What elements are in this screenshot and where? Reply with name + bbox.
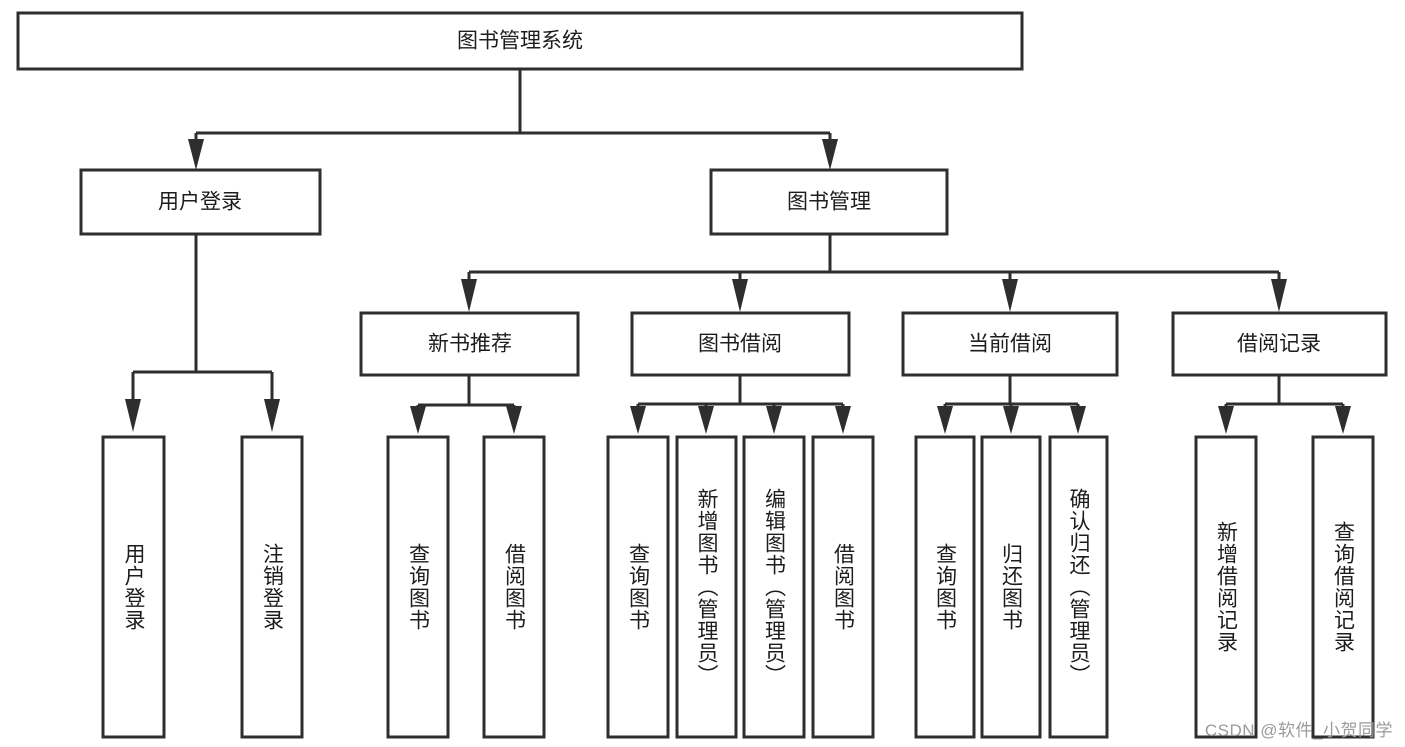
leaf-box-new-book-1[interactable] [386,435,450,739]
arrow-head-book-manage [822,139,838,170]
leaf-box-new-book-2[interactable] [482,435,546,739]
node-current-borrow[interactable]: 当前借阅 [901,311,1119,377]
arrow-head-cb-leaf-2 [1003,406,1019,434]
connector-group-borrowrecord-to-leaves [1218,375,1351,434]
leaf-boxes-borrow-record [1194,435,1375,739]
node-book-management[interactable]: 图书管理 [709,168,949,236]
node-current-borrow-label: 当前借阅 [968,333,1052,356]
arrow-head-book-borrow [732,279,748,312]
arrow-head-new-book-recommend [461,279,477,312]
leaf-box-borrow-record-2[interactable] [1311,435,1375,739]
node-root-label: 图书管理系统 [457,30,583,53]
leaf-boxes-book-borrow [606,435,875,739]
node-new-book-recommend-box[interactable] [359,311,580,377]
node-borrow-record-label: 借阅记录 [1237,333,1321,356]
leaf-boxes-current-borrow [914,435,1109,739]
node-root-box[interactable] [16,11,1024,71]
leaf-box-borrow-record-1[interactable] [1194,435,1258,739]
connector-group-userlogin-to-leaves [125,234,280,432]
arrow-head-ul-leaf-1 [125,399,141,432]
leaf-box-book-borrow-3[interactable] [742,435,806,739]
leaf-box-book-borrow-4[interactable] [811,435,875,739]
node-book-borrow-label: 图书借阅 [698,333,782,356]
arrow-head-cb-leaf-1 [937,406,953,434]
arrow-head-borrow-record [1271,279,1287,312]
node-book-management-box[interactable] [709,168,949,236]
leaf-box-user-login-2[interactable] [240,435,304,739]
arrow-head-nb-leaf-2 [506,406,522,434]
connector-group-bookmanage-to-level3 [461,234,1287,312]
connector-group-bookborrow-to-leaves [630,375,851,434]
node-borrow-record[interactable]: 借阅记录 [1171,311,1388,377]
node-book-management-label: 图书管理 [787,191,871,214]
node-new-book-recommend[interactable]: 新书推荐 [359,311,580,377]
leaf-box-book-borrow-1[interactable] [606,435,670,739]
arrow-head-br-leaf-2 [1335,406,1351,434]
arrow-head-current-borrow [1002,279,1018,312]
arrow-head-bb-leaf-4 [835,406,851,434]
node-book-borrow-box[interactable] [630,311,851,377]
arrow-head-bb-leaf-2 [698,406,714,434]
arrow-head-br-leaf-1 [1218,406,1234,434]
leaf-box-current-borrow-2[interactable] [980,435,1042,739]
arrow-head-user-login [188,139,204,170]
node-current-borrow-box[interactable] [901,311,1119,377]
connector-group-root-to-level2 [188,69,838,170]
node-root-book-management-system[interactable]: 图书管理系统 [16,11,1024,71]
arrow-head-ul-leaf-2 [264,399,280,432]
arrow-head-bb-leaf-3 [766,406,782,434]
connector-group-newbook-to-leaves [410,375,522,434]
node-new-book-recommend-label: 新书推荐 [428,333,512,356]
leaf-boxes-user-login [101,435,304,739]
node-borrow-record-box[interactable] [1171,311,1388,377]
arrow-head-nb-leaf-1 [410,406,426,434]
leaf-box-current-borrow-1[interactable] [914,435,976,739]
leaf-box-user-login-1[interactable] [101,435,166,739]
leaf-box-book-borrow-2[interactable] [675,435,738,739]
connector-group-currentborrow-to-leaves [937,375,1086,434]
node-user-login[interactable]: 用户登录 [79,168,322,236]
arrow-head-bb-leaf-1 [630,406,646,434]
leaf-boxes-new-book-recommend [386,435,546,739]
arrow-head-cb-leaf-3 [1070,406,1086,434]
node-book-borrow[interactable]: 图书借阅 [630,311,851,377]
watermark-text: CSDN @软件_小贺同学 [1204,721,1393,740]
leaf-box-current-borrow-3[interactable] [1048,435,1109,739]
node-user-login-box[interactable] [79,168,322,236]
node-user-login-label: 用户登录 [158,191,242,214]
